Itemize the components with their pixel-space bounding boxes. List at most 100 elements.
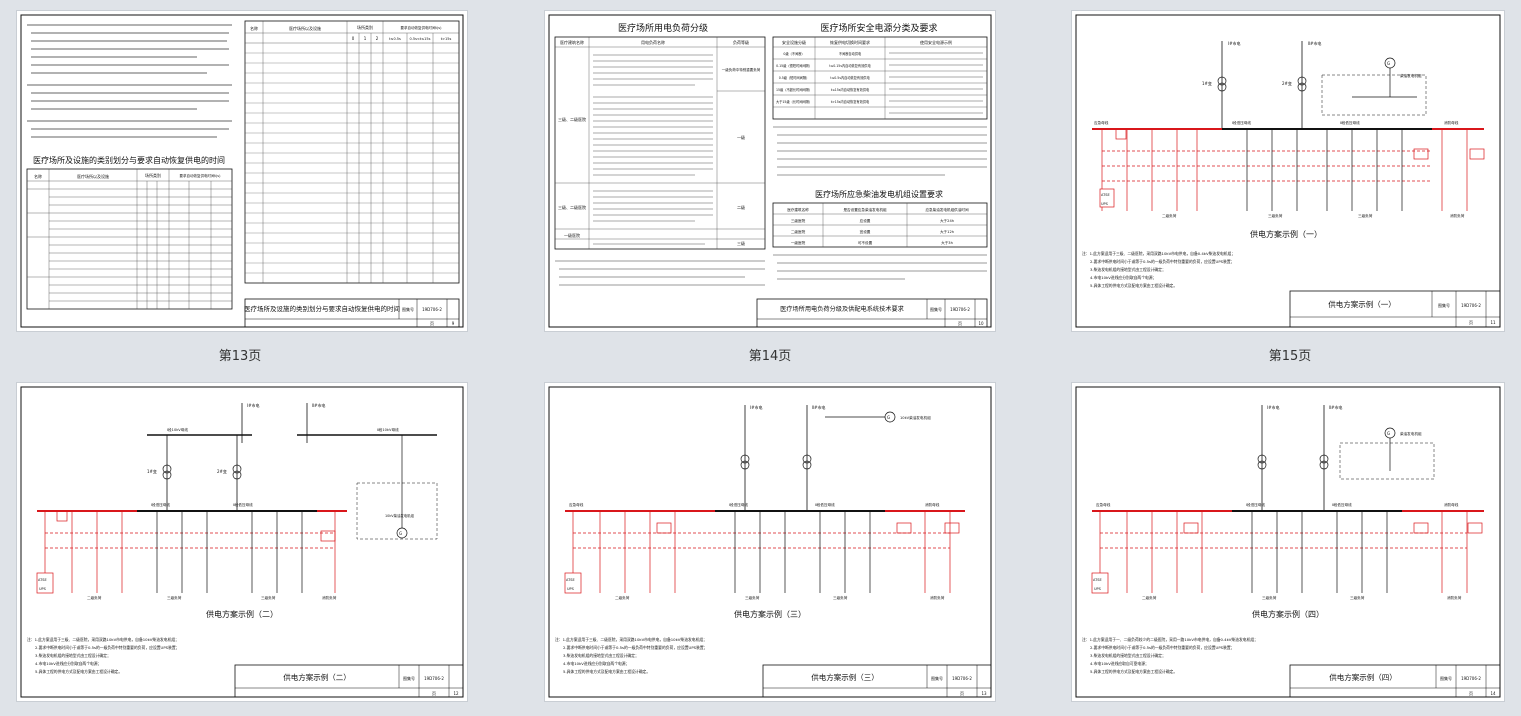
svg-text:大于24h: 大于24h	[940, 218, 954, 223]
svg-text:柴油发电机组: 柴油发电机组	[1400, 431, 1422, 436]
svg-text:5.具体工程的供电方式及配电方案由工程设计确定。: 5.具体工程的供电方式及配电方案由工程设计确定。	[563, 669, 650, 674]
svg-text:19D706-2: 19D706-2	[1461, 303, 1481, 308]
svg-text:二级负荷: 二级负荷	[1142, 595, 1157, 600]
page-thumbnail-13[interactable]: 医疗场所及设施的类别划分与要求自动恢复供电的时间 名称 医疗场所以及设施 场所类…	[17, 11, 467, 331]
svg-text:三级负荷: 三级负荷	[1358, 213, 1373, 218]
svg-text:消防母线: 消防母线	[925, 502, 940, 507]
svg-text:二级负荷: 二级负荷	[1162, 213, 1177, 218]
svg-text:图集号: 图集号	[403, 675, 415, 681]
svg-text:消防母线: 消防母线	[1444, 502, 1459, 507]
svg-text:t>15s内自动恢复有效供电: t>15s内自动恢复有效供电	[831, 99, 870, 104]
svg-text:11: 11	[1490, 320, 1496, 325]
svg-text:名称: 名称	[250, 25, 258, 31]
svg-text:UPS: UPS	[567, 587, 575, 591]
page-label-15[interactable]: 第15页	[1268, 349, 1312, 364]
svg-text:不间断自动供电: 不间断自动供电	[839, 51, 862, 56]
svg-text:3.柴油发电机组的接地型式由工程设计确定；: 3.柴油发电机组的接地型式由工程设计确定；	[1090, 267, 1166, 272]
svg-text:页: 页	[430, 321, 434, 326]
svg-text:12: 12	[453, 691, 459, 696]
svg-text:ATSE: ATSE	[566, 578, 575, 582]
svg-text:大于3h: 大于3h	[941, 240, 953, 245]
page-label-13[interactable]: 第13页	[218, 349, 262, 364]
svg-text:t≤15s内自动恢复有效供电: t≤15s内自动恢复有效供电	[831, 87, 870, 92]
page-16-drawing: Ⅰ#市电 Ⅱ#市电 Ⅰ段10kV母线 Ⅱ段10kV母线 1#变 2#变 G 10…	[20, 386, 464, 698]
svg-text:10kV柴油发电机组: 10kV柴油发电机组	[385, 513, 415, 518]
svg-text:要求自动恢复供电时间t(s): 要求自动恢复供电时间t(s)	[180, 173, 222, 178]
svg-text:医疗建筑名称: 医疗建筑名称	[787, 207, 809, 212]
svg-text:ATSE: ATSE	[1093, 578, 1102, 582]
svg-text:一级医院: 一级医院	[564, 232, 580, 238]
svg-text:用电负荷名称: 用电负荷名称	[641, 39, 665, 45]
svg-text:图集号: 图集号	[1440, 675, 1452, 681]
page-17-drawing: Ⅰ#市电 Ⅱ#市电 G 10kV柴油发电机组 应急母线 消防母线 Ⅰ段低压母线 …	[548, 386, 992, 698]
svg-text:UPS: UPS	[39, 587, 47, 591]
page-14-right-title-1: 医疗场所安全电源分类及要求	[820, 22, 937, 34]
svg-text:t≤0.15s内自动恢复有效供电: t≤0.15s内自动恢复有效供电	[829, 63, 871, 68]
svg-text:注：1.此方案适用于三级、二级医院，采用双路10kV市电供电: 注：1.此方案适用于三级、二级医院，采用双路10kV市电供电，自备0.4kV柴油…	[1082, 251, 1235, 256]
svg-text:页: 页	[958, 321, 962, 326]
svg-text:场所类别: 场所类别	[357, 24, 373, 30]
svg-text:三级、二级医院: 三级、二级医院	[558, 204, 586, 210]
page-13-left-table-title: 医疗场所及设施的类别划分与要求自动恢复供电的时间	[33, 155, 225, 165]
svg-text:图集号: 图集号	[931, 675, 943, 681]
svg-text:消防母线: 消防母线	[1444, 120, 1459, 125]
svg-text:三级: 三级	[737, 240, 745, 246]
svg-text:Ⅱ#市电: Ⅱ#市电	[1308, 40, 1321, 46]
page-thumbnail-18[interactable]: Ⅰ#市电 Ⅱ#市电 G 柴油发电机组 应急母线 消防母线 Ⅰ段低压母线 Ⅱ段低压…	[1072, 383, 1504, 701]
svg-text:恢复供电切换时间要求: 恢复供电切换时间要求	[830, 39, 870, 45]
svg-text:G: G	[887, 415, 890, 420]
svg-text:14: 14	[1490, 691, 1496, 696]
svg-text:Ⅱ段低压母线: Ⅱ段低压母线	[815, 502, 835, 507]
svg-text:二级负荷: 二级负荷	[87, 595, 102, 600]
page-thumbnail-17[interactable]: Ⅰ#市电 Ⅱ#市电 G 10kV柴油发电机组 应急母线 消防母线 Ⅰ段低压母线 …	[545, 383, 995, 701]
page-14-drawing: 医疗场所用电负荷分级 医疗建筑名称 用电负荷名称 负荷等级 三级、二级医院 一级…	[548, 14, 992, 328]
svg-text:4.市电10kV进线应分别取自两个电源；: 4.市电10kV进线应分别取自两个电源；	[1090, 275, 1156, 280]
page-17-diagram-title: 供电方案示例（三）	[734, 609, 806, 619]
svg-text:一级负荷中特别重要负荷: 一级负荷中特别重要负荷	[722, 67, 761, 72]
svg-text:三级、二级医院: 三级、二级医院	[558, 116, 586, 122]
svg-text:19D706-2: 19D706-2	[950, 307, 970, 312]
page-14-right-title-2: 医疗场所应急柴油发电机组设置要求	[815, 189, 943, 199]
svg-text:页: 页	[1469, 691, 1473, 696]
svg-text:UPS: UPS	[1101, 202, 1109, 206]
page-label-14[interactable]: 第14页	[748, 349, 792, 364]
svg-text:4.市电10kV进线应分别取自两个电源；: 4.市电10kV进线应分别取自两个电源；	[35, 661, 101, 666]
svg-text:5.具体工程的供电方式及配电方案由工程设计确定。: 5.具体工程的供电方式及配电方案由工程设计确定。	[35, 669, 122, 674]
page-15-title: 供电方案示例（一）	[1328, 299, 1396, 309]
svg-text:t>15s: t>15s	[441, 37, 452, 41]
svg-text:二级: 二级	[737, 204, 745, 210]
svg-text:一级: 一级	[737, 134, 745, 140]
page-thumbnail-14[interactable]: 医疗场所用电负荷分级 医疗建筑名称 用电负荷名称 负荷等级 三级、二级医院 一级…	[545, 11, 995, 331]
svg-text:要求自动恢复供电时间t(s): 要求自动恢复供电时间t(s)	[401, 25, 443, 30]
svg-text:三级负荷: 三级负荷	[833, 595, 848, 600]
svg-text:Ⅱ段10kV母线: Ⅱ段10kV母线	[377, 427, 399, 432]
svg-text:场所类别: 场所类别	[145, 172, 161, 178]
page-15-drawing: Ⅰ#市电 Ⅱ#市电 1#变 2#变 G 柴油发电机组 应急母线 消防母线 Ⅰ段低…	[1075, 14, 1501, 328]
svg-text:宜设置: 宜设置	[860, 229, 871, 234]
svg-text:Ⅰ段低压母线: Ⅰ段低压母线	[729, 502, 748, 507]
svg-text:3.柴油发电机组的接地型式由工程设计确定；: 3.柴油发电机组的接地型式由工程设计确定；	[1090, 653, 1166, 658]
svg-text:2.要求中断供电时间小于或等于0.5s的一级负荷中特别重要的: 2.要求中断供电时间小于或等于0.5s的一级负荷中特别重要的负荷，应设置UPS装…	[35, 645, 179, 650]
svg-text:1#变: 1#变	[147, 468, 157, 474]
svg-text:应急母线: 应急母线	[1096, 502, 1111, 507]
page-thumbnail-15[interactable]: Ⅰ#市电 Ⅱ#市电 1#变 2#变 G 柴油发电机组 应急母线 消防母线 Ⅰ段低…	[1072, 11, 1504, 331]
svg-text:大于15级（长时间间隔）: 大于15级（长时间间隔）	[776, 99, 812, 104]
svg-text:Ⅰ#市电: Ⅰ#市电	[1228, 40, 1241, 46]
svg-text:页: 页	[960, 691, 964, 696]
svg-text:柴油发电机组: 柴油发电机组	[1400, 73, 1422, 78]
svg-text:5.具体工程的供电方式及配电方案由工程设计确定。: 5.具体工程的供电方式及配电方案由工程设计确定。	[1090, 283, 1177, 288]
page-thumbnail-16[interactable]: Ⅰ#市电 Ⅱ#市电 Ⅰ段10kV母线 Ⅱ段10kV母线 1#变 2#变 G 10…	[17, 383, 467, 701]
svg-text:2.要求中断供电时间小于或等于0.5s的一级负荷中特别重要的: 2.要求中断供电时间小于或等于0.5s的一级负荷中特别重要的负荷，应设置UPS装…	[563, 645, 707, 650]
svg-text:二级医院: 二级医院	[791, 229, 806, 234]
svg-text:Ⅱ#市电: Ⅱ#市电	[812, 404, 825, 410]
svg-text:Ⅱ#市电: Ⅱ#市电	[1329, 404, 1342, 410]
svg-text:G: G	[1387, 61, 1390, 66]
page-13-drawing: 医疗场所及设施的类别划分与要求自动恢复供电的时间 名称 医疗场所以及设施 场所类…	[20, 14, 464, 328]
svg-text:10kV柴油发电机组: 10kV柴油发电机组	[900, 415, 931, 420]
svg-text:安全设施分级: 安全设施分级	[782, 39, 806, 45]
page-16-diagram-title: 供电方案示例（二）	[206, 609, 278, 619]
svg-text:ATSE: ATSE	[1101, 193, 1110, 197]
svg-text:1: 1	[364, 36, 367, 41]
svg-text:页: 页	[1469, 320, 1473, 325]
svg-text:4.市电10kV进线应分别取自两个电源；: 4.市电10kV进线应分别取自两个电源；	[563, 661, 629, 666]
